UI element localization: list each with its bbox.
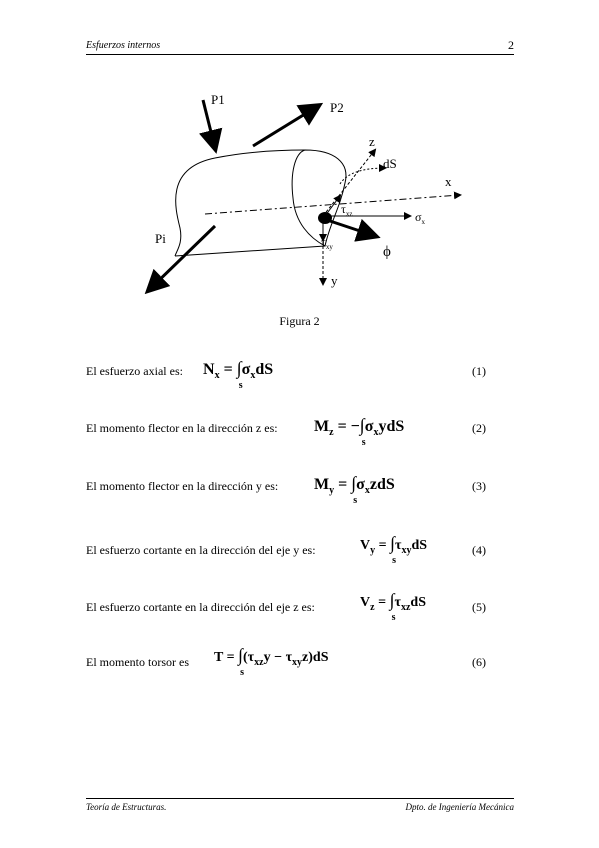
load-p2-arrow <box>252 102 324 148</box>
footer-left: Teoría de Estructuras. <box>86 802 167 812</box>
label-p2: P2 <box>330 100 344 115</box>
equation-label: El esfuerzo cortante en la dirección del… <box>86 600 315 614</box>
equation-row: El esfuerzo cortante en la dirección del… <box>86 533 486 577</box>
equation-number: (6) <box>472 655 486 669</box>
equation-label: El esfuerzo axial es: <box>86 364 183 378</box>
label-y: y <box>331 273 338 288</box>
equation-number: (3) <box>472 479 486 493</box>
equation-number: (4) <box>472 543 486 557</box>
label-phi: ϕ <box>383 244 391 260</box>
running-header: Esfuerzos internos 2 <box>86 38 514 55</box>
label-ds: dS <box>383 156 397 171</box>
page-number: 2 <box>508 38 514 52</box>
beam-outline <box>214 149 306 159</box>
equation-row: El momento flector en la dirección z es:… <box>86 415 486 459</box>
equation-label: El momento torsor es <box>86 655 189 669</box>
beam-section-diagram: P1 P2 Pi z dS x τxz σx τxy ϕ y <box>144 92 462 295</box>
label-p1: P1 <box>211 92 225 107</box>
label-pi: Pi <box>155 231 166 246</box>
footer-right: Dpto. de Ingeniería Mecánica <box>405 802 514 812</box>
beam-left-end <box>174 157 216 257</box>
equation-row: El momento torsor es T = ∫s(τxzy − τxyz)… <box>86 645 486 689</box>
ds-arc <box>339 164 387 185</box>
equation-label: El momento flector en la dirección z es: <box>86 421 278 435</box>
label-sigma-x: σx <box>415 210 425 226</box>
equation-number: (2) <box>472 421 486 435</box>
equation-row: El momento flector en la dirección y es:… <box>86 473 486 517</box>
equation-label: El esfuerzo cortante en la dirección del… <box>86 543 316 557</box>
equation-number: (5) <box>472 600 486 614</box>
beam-axis <box>204 191 462 215</box>
load-p1-arrow <box>198 99 223 154</box>
section-face <box>291 149 347 247</box>
label-tau-xz: τxz <box>341 202 352 218</box>
beam-bottom-edge <box>174 245 326 257</box>
equation-formula: T = ∫s(τxzy − τxyz)dS <box>214 645 329 678</box>
label-x: x <box>445 174 452 189</box>
figure-caption: Figura 2 <box>279 314 320 328</box>
z-axis <box>322 148 377 217</box>
phi-arrow <box>326 218 381 242</box>
load-pi-arrow <box>144 224 217 295</box>
label-z: z <box>369 134 375 149</box>
equation-number: (1) <box>472 364 486 378</box>
header-title: Esfuerzos internos <box>86 40 161 51</box>
running-footer: Teoría de Estructuras. Dpto. de Ingenier… <box>86 798 514 815</box>
equation-row: El esfuerzo cortante en la dirección del… <box>86 590 486 634</box>
label-tau-xy: τxy <box>321 235 333 251</box>
section-point <box>318 212 332 224</box>
equation-label: El momento flector en la dirección y es: <box>86 479 279 493</box>
